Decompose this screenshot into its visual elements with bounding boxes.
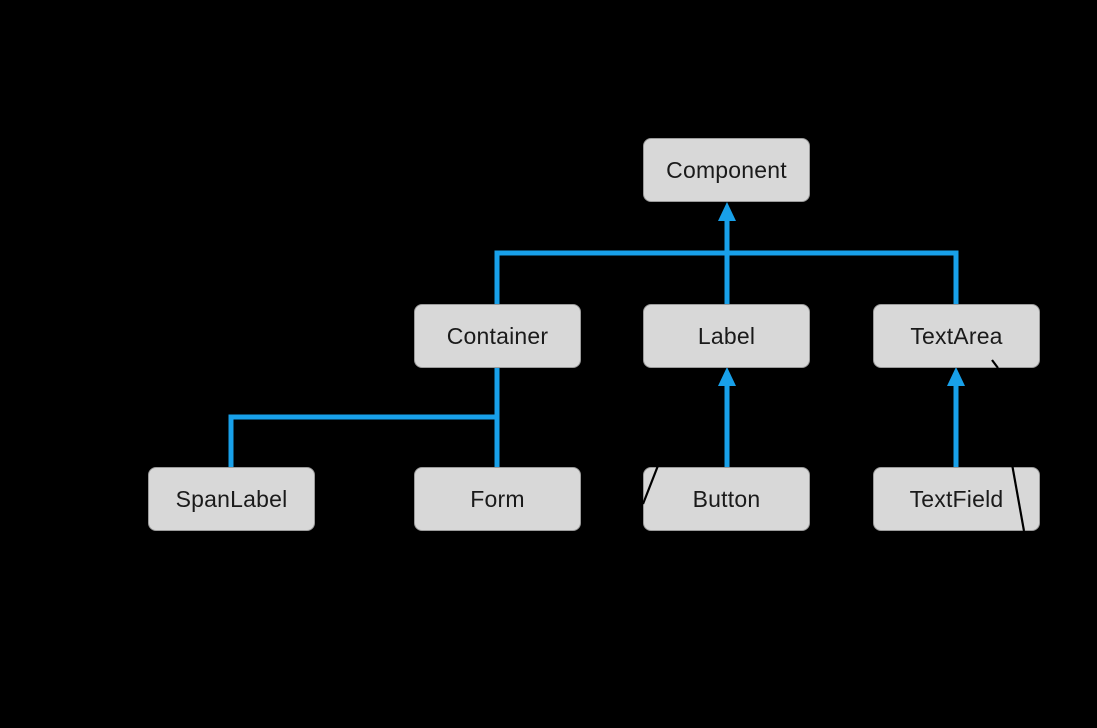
node-textarea: TextArea: [873, 304, 1040, 368]
edge-container-to-spanlabel-rail: [228, 414, 497, 473]
node-button-label: Button: [692, 485, 761, 512]
node-form: Form: [414, 467, 581, 531]
node-spanlabel: SpanLabel: [148, 467, 315, 531]
node-component: Component: [643, 138, 810, 202]
node-container-label: Container: [446, 322, 549, 349]
node-textarea-label: TextArea: [910, 322, 1003, 349]
stray-tick-textarea: [991, 359, 999, 369]
arrowhead-into-textarea: [947, 367, 965, 386]
arrowhead-into-component: [718, 202, 736, 221]
node-label-label: Label: [697, 322, 756, 349]
arrowhead-into-label: [718, 367, 736, 386]
node-button: Button: [643, 467, 810, 531]
node-form-label: Form: [470, 485, 525, 512]
node-spanlabel-label: SpanLabel: [175, 485, 288, 512]
node-textfield: TextField: [873, 467, 1040, 531]
node-textfield-label: TextField: [909, 485, 1004, 512]
edge-children-to-component-rail: [494, 250, 959, 310]
stray-slash-button: [641, 462, 661, 505]
stray-slash-textfield: [1010, 463, 1026, 532]
node-label: Label: [643, 304, 810, 368]
node-component-label: Component: [666, 156, 787, 183]
node-container: Container: [414, 304, 581, 368]
